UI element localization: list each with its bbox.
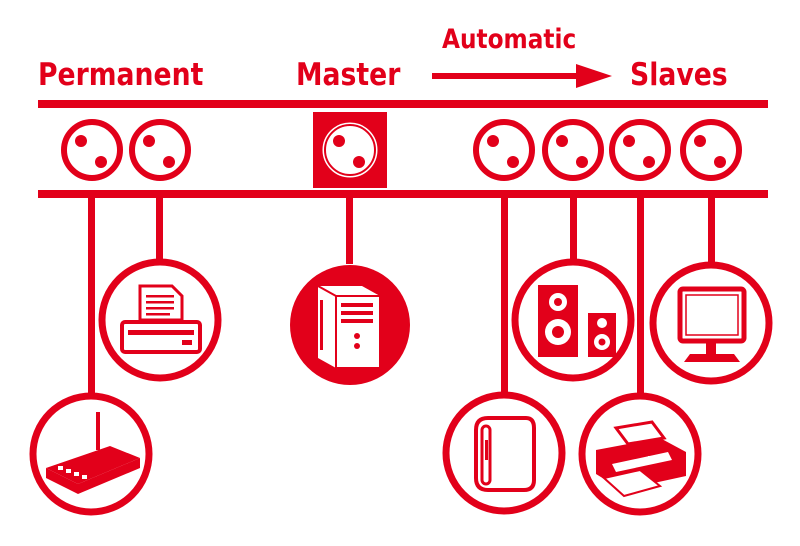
label-permanent: Permanent: [38, 57, 204, 93]
socket-slave-3: [612, 122, 668, 178]
socket-slave-4: [683, 122, 739, 178]
cables: [88, 198, 715, 398]
socket-slave-1: [476, 122, 532, 178]
speakers-icon: [511, 258, 635, 382]
printer-icon: [98, 258, 222, 382]
socket-permanent-2: [132, 122, 188, 178]
socket-slave-2: [545, 122, 601, 178]
strip-bottom-rail: [38, 190, 768, 198]
pc-tower-icon: [290, 265, 410, 385]
inkjet-printer-icon: [578, 392, 702, 516]
label-master: Master: [296, 57, 401, 93]
automatic-arrow-icon: [432, 64, 612, 88]
label-slaves: Slaves: [630, 57, 728, 93]
socket-master: [313, 112, 387, 188]
strip-top-rail: [38, 100, 768, 108]
monitor-icon: [649, 261, 773, 385]
external-drive-icon: [442, 391, 566, 515]
socket-permanent-1: [64, 122, 120, 178]
label-automatic: Automatic: [442, 24, 577, 55]
router-icon: [29, 392, 153, 516]
